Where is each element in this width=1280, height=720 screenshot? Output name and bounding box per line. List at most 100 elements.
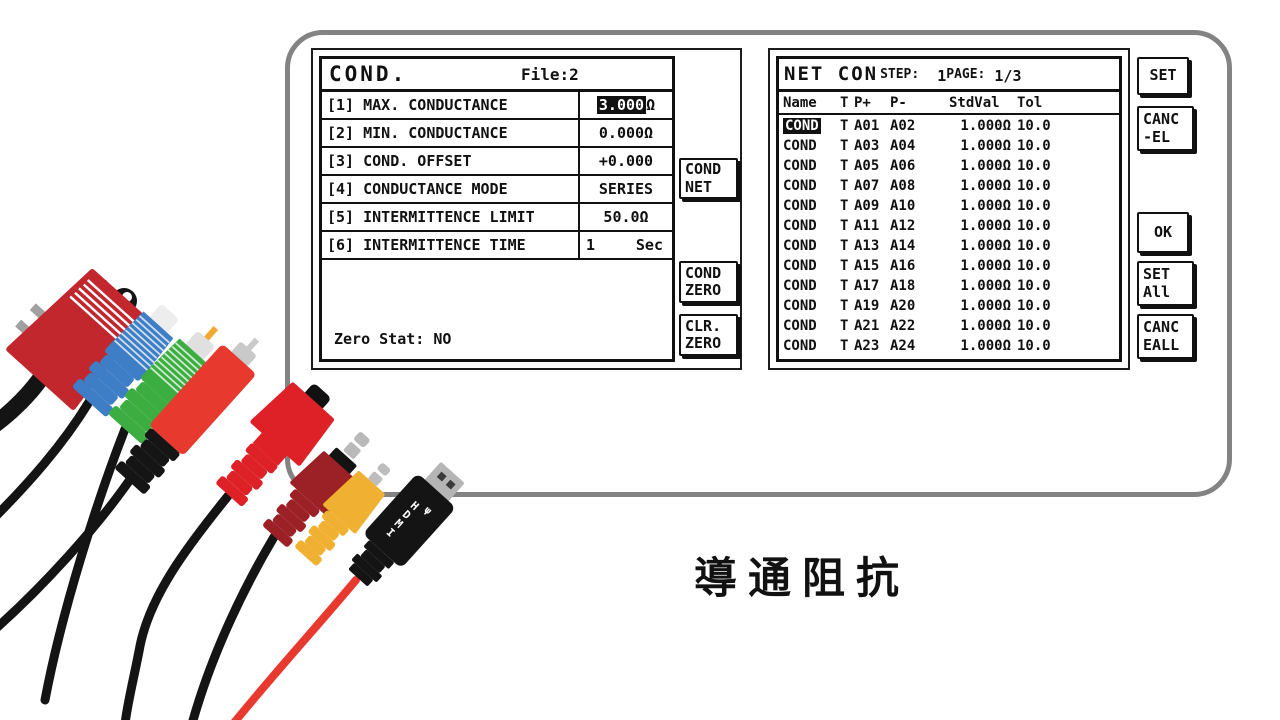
clr-zero-button[interactable]: CLR. ZERO	[679, 314, 738, 356]
net-row-tol: 10.0	[1017, 318, 1051, 334]
net-row-stdval: 1.000Ω	[960, 338, 1011, 354]
net-row-name: COND	[783, 138, 817, 154]
net-row-name: COND	[783, 258, 817, 274]
net-row-p-plus: A11	[854, 218, 880, 234]
blue-rca-connector	[73, 305, 178, 417]
setting-label: [5] INTERMITTENCE LIMIT	[322, 204, 580, 230]
net-row-p-minus: A12	[890, 218, 916, 234]
col-tol: Tol	[1017, 95, 1043, 111]
net-row-type: T	[840, 158, 849, 174]
net-row-p-plus: A23	[854, 338, 880, 354]
cancel-button[interactable]: CANC -EL	[1137, 106, 1194, 151]
net-row-p-plus: A17	[854, 278, 880, 294]
net-row-p-plus: A19	[854, 298, 880, 314]
setting-value[interactable]: SERIES	[580, 176, 672, 202]
cable-wires	[0, 369, 360, 720]
ok-button[interactable]: OK	[1137, 212, 1189, 253]
net-row-p-plus: A05	[854, 158, 880, 174]
setting-label: [1] MAX. CONDUCTANCE	[322, 92, 580, 118]
net-row-tol: 10.0	[1017, 178, 1051, 194]
cond-setting-row-3[interactable]: [3] COND. OFFSET+0.000	[322, 148, 672, 176]
red-jack-connector	[216, 382, 334, 507]
net-row-type: T	[840, 278, 849, 294]
page-value: 1/3	[994, 67, 1022, 85]
net-row-stdval: 1.000Ω	[960, 198, 1011, 214]
net-row-stdval: 1.000Ω	[960, 278, 1011, 294]
step-label: STEP:	[880, 66, 920, 82]
cond-zero-button[interactable]: COND ZERO	[679, 261, 738, 303]
net-row-name: COND	[783, 238, 817, 254]
net-con-table: NET CON STEP: 1 PAGE: 1/3 Name T P+ P- S…	[776, 56, 1122, 362]
step-value: 1	[937, 67, 947, 85]
slide-caption: 導通阻抗	[694, 555, 910, 603]
hdmi-connector: ψ H D M I	[348, 462, 464, 586]
setting-value-text: SERIES	[598, 180, 654, 198]
net-row-type: T	[840, 318, 849, 334]
col-stdval: StdVal	[949, 95, 1000, 111]
zero-status-text: Zero Stat: NO	[334, 330, 452, 348]
net-row-stdval: 1.000Ω	[960, 238, 1011, 254]
page-label: PAGE:	[946, 66, 986, 82]
net-row-p-minus: A14	[890, 238, 916, 254]
setting-value[interactable]: 50.0Ω	[580, 204, 672, 230]
cond-title-row: COND. File:2	[322, 59, 672, 92]
net-con-header-row: Name T P+ P- StdVal Tol	[779, 92, 1119, 115]
net-row-stdval: 1.000Ω	[960, 298, 1011, 314]
net-row-name: COND	[783, 298, 817, 314]
col-p-plus: P+	[854, 95, 871, 111]
net-row-p-minus: A04	[890, 138, 916, 154]
net-row-p-plus: A21	[854, 318, 880, 334]
net-row-type: T	[840, 198, 849, 214]
net-con-title-row: NET CON STEP: 1 PAGE: 1/3	[779, 59, 1119, 92]
net-row-p-plus: A07	[854, 178, 880, 194]
net-row-tol: 10.0	[1017, 118, 1051, 134]
net-row-stdval: 1.000Ω	[960, 138, 1011, 154]
set-button[interactable]: SET	[1137, 57, 1189, 95]
net-row-name: COND	[783, 178, 817, 194]
red-extension-connector	[115, 337, 260, 494]
net-row-tol: 10.0	[1017, 218, 1051, 234]
setting-value-text: 1	[586, 236, 596, 254]
net-row-p-minus: A10	[890, 198, 916, 214]
net-row-tol: 10.0	[1017, 138, 1051, 154]
cancel-all-button[interactable]: CANC EALL	[1137, 314, 1194, 359]
setting-label: [2] MIN. CONDUCTANCE	[322, 120, 580, 146]
col-t: T	[840, 95, 849, 111]
net-row-tol: 10.0	[1017, 158, 1051, 174]
green-rca-connector	[109, 326, 219, 444]
cond-net-button[interactable]: COND NET	[679, 158, 738, 199]
net-row-stdval: 1.000Ω	[960, 178, 1011, 194]
net-row-type: T	[840, 298, 849, 314]
set-all-button[interactable]: SET All	[1137, 261, 1194, 306]
net-row-tol: 10.0	[1017, 238, 1051, 254]
cables-illustration: ψ H D M I	[0, 269, 464, 720]
setting-value[interactable]: 0.000Ω	[580, 120, 672, 146]
net-row-name: COND	[783, 158, 817, 174]
setting-value[interactable]: +0.000	[580, 148, 672, 174]
net-row-p-minus: A06	[890, 158, 916, 174]
net-row-p-minus: A18	[890, 278, 916, 294]
net-row-name: COND	[783, 218, 817, 234]
usb-trident-icon: ψ	[422, 505, 434, 517]
net-row-name: COND	[783, 278, 817, 294]
